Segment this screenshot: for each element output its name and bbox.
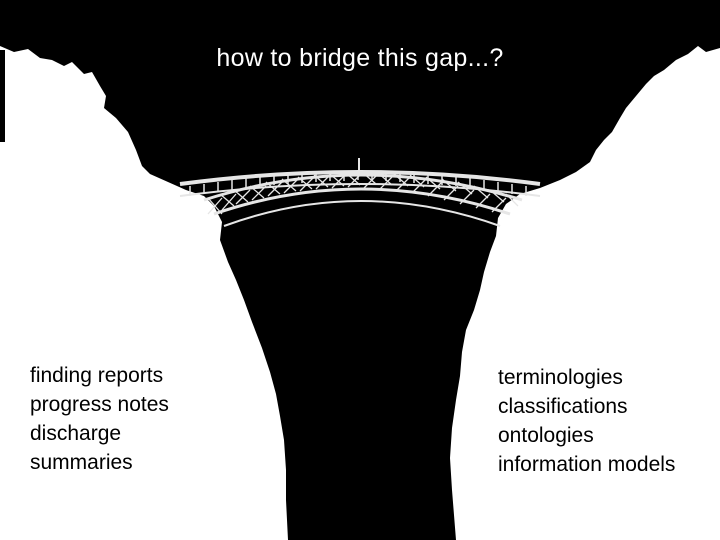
list-item: classifications [498, 395, 628, 418]
edge-shadow [0, 50, 5, 142]
clinical-documents-list: finding reports progress notes discharge… [30, 361, 169, 477]
list-item: information models [498, 453, 676, 476]
list-item: discharge [30, 422, 122, 445]
list-item: summaries [30, 451, 133, 474]
list-item: progress notes [30, 393, 169, 416]
knowledge-resources-list: terminologies classifications ontologies… [498, 363, 675, 479]
list-item: finding reports [30, 364, 164, 387]
bridge [179, 158, 541, 227]
right-cliff [450, 46, 720, 540]
list-item: terminologies [498, 366, 623, 389]
slide-title: how to bridge this gap...? [216, 44, 504, 72]
list-item: ontologies [498, 424, 594, 447]
left-cliff [0, 46, 288, 540]
